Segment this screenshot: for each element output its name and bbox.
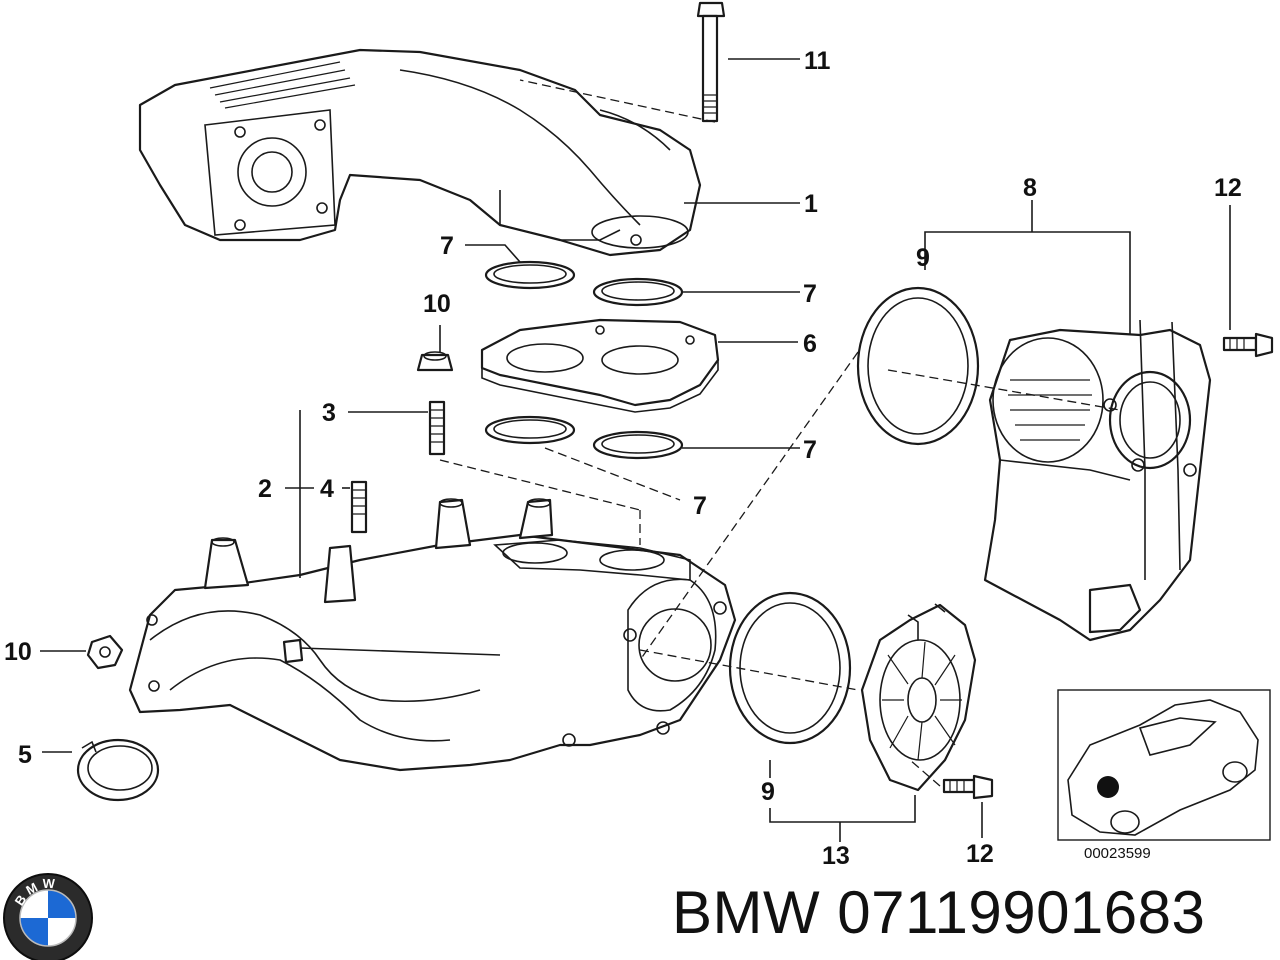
callout-7-upper-right: 7 [803, 280, 817, 308]
callout-12-upper: 12 [1214, 174, 1242, 202]
bolt-12-upper [1222, 332, 1274, 358]
nut-10-upper [416, 351, 454, 372]
location-marker-dot [1097, 776, 1119, 798]
callout-4: 4 [320, 475, 334, 503]
nut-10-left [86, 634, 124, 670]
bolt-12-lower [942, 774, 994, 800]
upper-intake-manifold [138, 48, 702, 257]
callout-9-upper: 9 [916, 244, 930, 272]
stud-3 [428, 400, 446, 456]
callout-10-left: 10 [4, 638, 32, 666]
valve-housing-8 [983, 319, 1212, 642]
clamp-ring-5 [76, 738, 160, 802]
spacer-plate-6 [480, 318, 720, 413]
long-bolt-11 [696, 1, 726, 123]
callout-11: 11 [804, 47, 831, 75]
stud-4 [350, 480, 368, 534]
diagram-id: 00023599 [1084, 845, 1151, 862]
part-number-caption: BMW 07119901683 [672, 879, 1206, 946]
callout-6: 6 [803, 330, 817, 358]
callout-13: 13 [822, 842, 850, 870]
assembly-lines [439, 79, 1121, 787]
callout-8: 8 [1023, 174, 1037, 202]
bmw-logo: BMW [3, 873, 93, 960]
callout-3: 3 [322, 399, 336, 427]
gasket-9-lower [728, 591, 852, 745]
callout-7-top: 7 [440, 232, 454, 260]
callout-12-lower: 12 [966, 840, 994, 868]
car-locator-inset: 00023599 [1057, 689, 1271, 862]
lower-intake-manifold [128, 498, 737, 772]
callout-10-upper: 10 [423, 290, 451, 318]
callout-7-bottom: 7 [693, 492, 707, 520]
gasket-9-upper [856, 286, 980, 446]
sealing-rings-lower [484, 415, 684, 460]
callout-9-lower: 9 [761, 778, 775, 806]
leader-lines [40, 58, 1231, 842]
callout-2: 2 [258, 475, 272, 503]
sealing-rings-upper [484, 260, 684, 307]
callout-labels: 11 1 7 7 6 7 7 10 3 2 4 10 5 8 9 12 9 13… [4, 47, 1242, 870]
callout-7-lower-right: 7 [803, 436, 817, 464]
callout-5: 5 [18, 741, 32, 769]
callout-1: 1 [804, 190, 818, 218]
cover-13 [860, 603, 977, 792]
